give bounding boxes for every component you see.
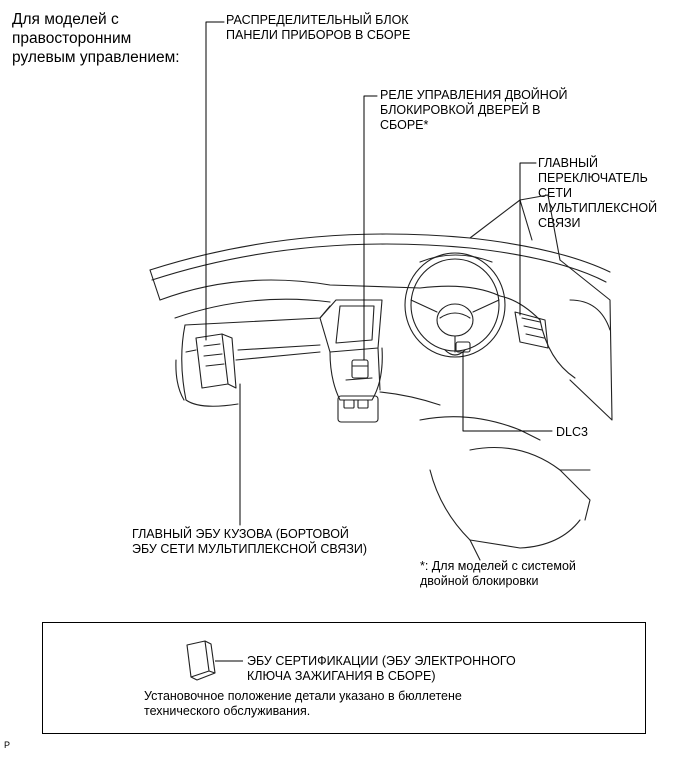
label-certification-ecu: ЭБУ СЕРТИФИКАЦИИ (ЭБУ ЭЛЕКТРОННОГО КЛЮЧА… — [247, 654, 516, 683]
right-door-panel — [499, 259, 613, 421]
model-note: Для моделей с правосторонним рулевым упр… — [12, 11, 180, 66]
label-instrument-panel-junction-block: РАСПРЕДЕЛИТЕЛЬНЫЙ БЛОК ПАНЕЛИ ПРИБОРОВ В… — [226, 13, 411, 42]
front-seat — [419, 416, 591, 561]
double-lock-relay-icon — [351, 359, 369, 379]
dashboard-body — [159, 279, 501, 407]
label-double-lock-door-control-relay: РЕЛЕ УПРАВЛЕНИЯ ДВОЙНОЙ БЛОКИРОВКОЙ ДВЕР… — [380, 88, 568, 132]
label-main-body-ecu: ГЛАВНЫЙ ЭБУ КУЗОВА (БОРТОВОЙ ЭБУ СЕТИ МУ… — [132, 527, 368, 556]
center-console — [319, 299, 441, 423]
label-multiplex-network-master-switch: ГЛАВНЫЙ ПЕРЕКЛЮЧАТЕЛЬ СЕТИ МУЛЬТИПЛЕКСНО… — [538, 156, 658, 230]
note-box: ЭБУ СЕРТИФИКАЦИИ (ЭБУ ЭЛЕКТРОННОГО КЛЮЧА… — [42, 622, 646, 734]
footnote: *: Для моделей с системой двойной блокир… — [420, 559, 576, 588]
installation-note: Установочное положение детали указано в … — [144, 689, 462, 718]
steering-wheel — [404, 252, 506, 358]
corner-mark: P — [4, 740, 11, 750]
label-dlc3: DLC3 — [556, 425, 588, 439]
leader-lines — [205, 21, 553, 526]
certification-ecu-icon — [186, 640, 216, 681]
main-body-ecu-icon — [185, 333, 237, 389]
certification-ecu-leader — [215, 660, 243, 662]
windshield-outline — [149, 194, 611, 301]
multiplex-master-switch-icon — [514, 311, 549, 349]
